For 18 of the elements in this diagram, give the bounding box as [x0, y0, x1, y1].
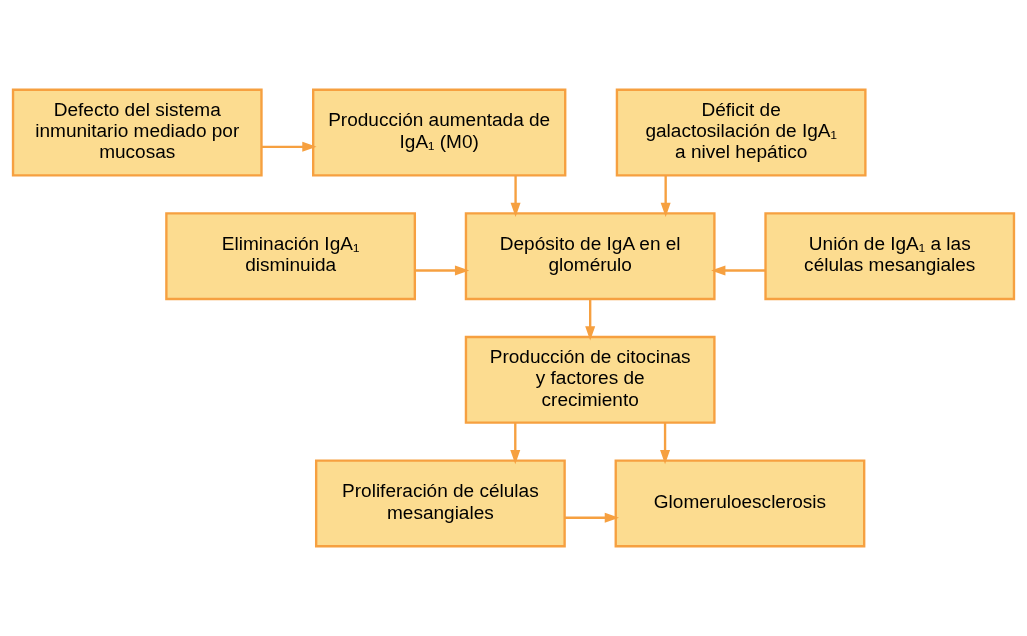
node-box: Producción aumentada de IgA₁ (M0) [312, 88, 567, 177]
node-box: Producción de citocinas y factores de crecimiento [464, 335, 716, 424]
node-box: Proliferación de células mesangiales [314, 459, 566, 548]
arrow [585, 299, 596, 341]
arrow [415, 265, 470, 276]
node-box: Unión de IgA₁ a las células mesangiales [764, 212, 1016, 301]
node-box: Glomeruloesclerosis [614, 459, 866, 548]
arrow [510, 175, 521, 217]
node-box: Déficit de galactosilación de IgA₁ a nivel hepático [615, 88, 867, 177]
arrow [711, 265, 766, 276]
arrow [261, 141, 317, 152]
arrow [564, 512, 620, 523]
arrow [660, 422, 671, 465]
node-box: Depósito de IgA en el glomérulo [464, 212, 716, 301]
node-box: Defecto del sistema inmunitario mediado por mucosas [11, 88, 263, 177]
arrow [510, 422, 521, 465]
node-box: Eliminación IgA₁ disminuida [165, 212, 416, 301]
arrow [660, 175, 671, 217]
